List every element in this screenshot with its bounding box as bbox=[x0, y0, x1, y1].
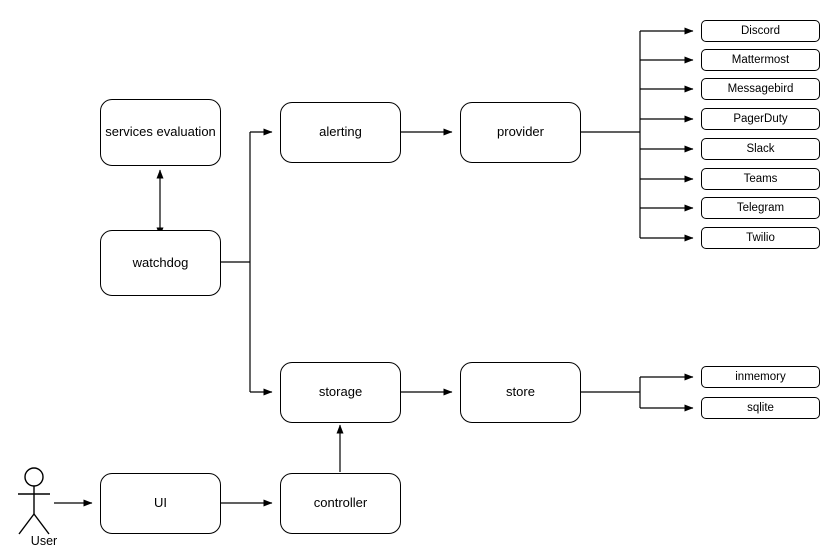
node-alerting[interactable]: alerting bbox=[280, 102, 401, 163]
stick-figure-actor-icon bbox=[18, 467, 50, 535]
node-services-evaluation-label: services evaluation bbox=[105, 124, 216, 140]
node-provider-mattermost-label: Mattermost bbox=[731, 53, 790, 66]
node-controller-label: controller bbox=[313, 495, 368, 511]
node-provider-pagerduty-label: PagerDuty bbox=[733, 112, 788, 125]
node-ui-label: UI bbox=[154, 495, 167, 511]
node-provider-mattermost[interactable]: Mattermost bbox=[701, 49, 820, 71]
node-provider-slack-label: Slack bbox=[746, 142, 775, 155]
node-provider-discord[interactable]: Discord bbox=[701, 20, 820, 42]
node-store-sqlite-label: sqlite bbox=[747, 401, 774, 414]
node-storage[interactable]: storage bbox=[280, 362, 401, 423]
node-provider-discord-label: Discord bbox=[741, 24, 780, 37]
node-controller[interactable]: controller bbox=[280, 473, 401, 534]
node-alerting-label: alerting bbox=[319, 124, 362, 140]
node-provider-messagebird[interactable]: Messagebird bbox=[701, 78, 820, 100]
node-provider-telegram-label: Telegram bbox=[736, 201, 785, 214]
node-provider-teams-label: Teams bbox=[743, 172, 778, 185]
node-store-label: store bbox=[506, 384, 535, 400]
node-provider[interactable]: provider bbox=[460, 102, 581, 163]
node-store-inmemory[interactable]: inmemory bbox=[701, 366, 820, 388]
node-watchdog-label: watchdog bbox=[132, 254, 189, 270]
node-provider-messagebird-label: Messagebird bbox=[727, 82, 794, 95]
node-provider-pagerduty[interactable]: PagerDuty bbox=[701, 108, 820, 130]
node-ui[interactable]: UI bbox=[100, 473, 221, 534]
node-provider-label: provider bbox=[497, 124, 544, 140]
actor-user bbox=[10, 462, 78, 554]
actor-user-label: User bbox=[30, 534, 58, 548]
node-provider-telegram[interactable]: Telegram bbox=[701, 197, 820, 219]
node-store[interactable]: store bbox=[460, 362, 581, 423]
node-store-sqlite[interactable]: sqlite bbox=[701, 397, 820, 419]
node-provider-slack[interactable]: Slack bbox=[701, 138, 820, 160]
node-storage-label: storage bbox=[318, 384, 363, 400]
node-provider-twilio-label: Twilio bbox=[746, 231, 775, 244]
node-provider-teams[interactable]: Teams bbox=[701, 168, 820, 190]
node-watchdog[interactable]: watchdog bbox=[100, 230, 221, 296]
node-store-inmemory-label: inmemory bbox=[735, 370, 786, 383]
node-provider-twilio[interactable]: Twilio bbox=[701, 227, 820, 249]
node-services-evaluation[interactable]: services evaluation bbox=[100, 99, 221, 166]
